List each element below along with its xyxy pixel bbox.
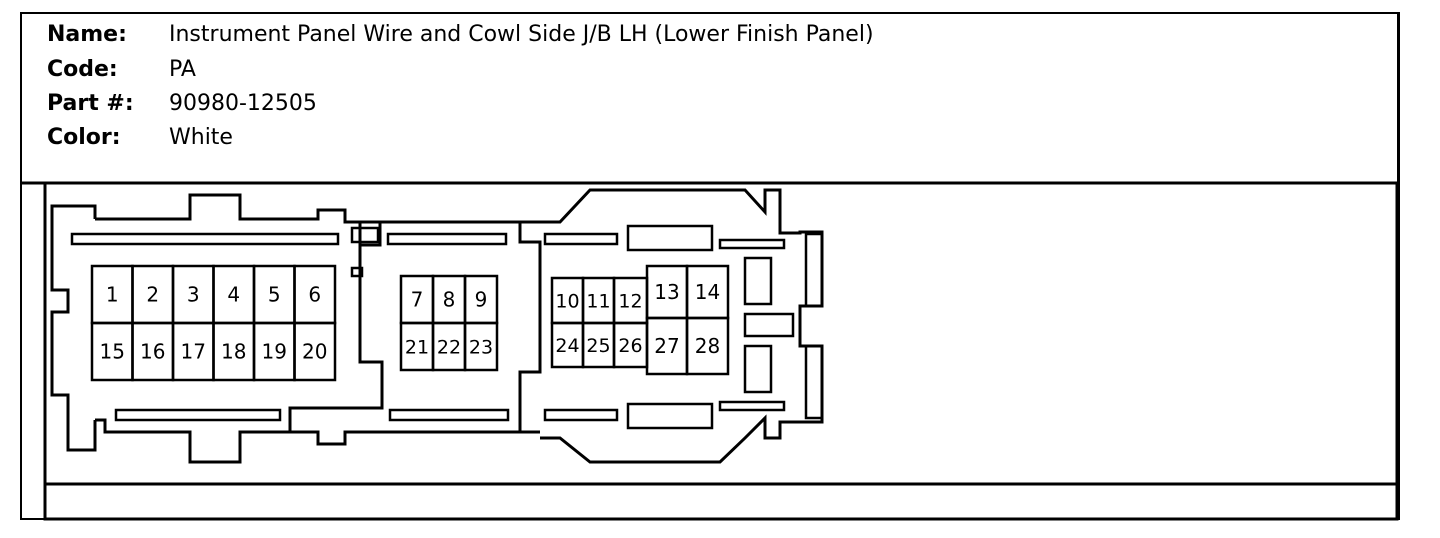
name-value: Instrument Panel Wire and Cowl Side J/B … bbox=[169, 22, 874, 47]
pin-label-11: 11 bbox=[586, 291, 610, 313]
pin-label-26: 26 bbox=[618, 335, 642, 357]
slot-bottom-right-b bbox=[626, 402, 714, 430]
right-lock-top bbox=[743, 256, 773, 306]
slot-top-middle bbox=[386, 232, 508, 246]
pin-label-23: 23 bbox=[469, 337, 493, 359]
pin-label-2: 2 bbox=[146, 283, 159, 307]
pin-cavity-28 bbox=[685, 316, 730, 376]
slot-bottom-left bbox=[114, 408, 282, 422]
right-tab-top bbox=[804, 232, 824, 308]
pin-label-13: 13 bbox=[654, 280, 679, 304]
color-label: Color: bbox=[47, 125, 121, 150]
pin-cavity-23 bbox=[463, 321, 499, 372]
pin-label-21: 21 bbox=[405, 337, 429, 359]
slot-bottom-middle bbox=[388, 408, 510, 422]
bottom-edge bbox=[95, 418, 540, 464]
pin-label-6: 6 bbox=[308, 283, 321, 307]
pin-label-20: 20 bbox=[302, 340, 327, 364]
pin-label-10: 10 bbox=[555, 291, 579, 313]
pin-cavity-20 bbox=[293, 321, 337, 382]
pin-label-4: 4 bbox=[227, 283, 240, 307]
pin-label-15: 15 bbox=[100, 340, 125, 364]
middle-wall-right bbox=[518, 222, 542, 432]
connector-housing bbox=[50, 188, 824, 464]
slot-top-left bbox=[70, 232, 340, 246]
code-label: Code: bbox=[47, 57, 118, 82]
color-value: White bbox=[169, 125, 233, 150]
pin-label-27: 27 bbox=[654, 334, 679, 358]
pin-label-7: 7 bbox=[411, 288, 424, 312]
pin-label-25: 25 bbox=[586, 335, 610, 357]
right-tab-bottom bbox=[804, 344, 824, 420]
part-number-label: Part #: bbox=[47, 91, 134, 116]
slot-top-right-c bbox=[718, 238, 786, 250]
code-value: PA bbox=[169, 57, 196, 82]
pin-label-24: 24 bbox=[555, 335, 579, 357]
right-lock-middle bbox=[743, 312, 795, 338]
pin-label-28: 28 bbox=[695, 334, 720, 358]
right-housing bbox=[520, 188, 824, 464]
slot-top-right-a bbox=[543, 232, 619, 246]
pin-label-17: 17 bbox=[181, 340, 206, 364]
part-number-value: 90980-12505 bbox=[169, 91, 317, 116]
slot-notch-side bbox=[350, 266, 364, 278]
pin-label-22: 22 bbox=[437, 337, 461, 359]
pin-label-16: 16 bbox=[140, 340, 165, 364]
slot-bottom-right-a bbox=[543, 408, 619, 422]
slot-bottom-right-c bbox=[718, 400, 786, 412]
pin-label-5: 5 bbox=[268, 283, 281, 307]
pin-label-12: 12 bbox=[618, 291, 642, 313]
pin-label-19: 19 bbox=[262, 340, 287, 364]
left-flange bbox=[50, 204, 97, 452]
right-lock-bottom bbox=[743, 344, 773, 394]
latch-slots bbox=[70, 224, 824, 430]
pin-label-18: 18 bbox=[221, 340, 246, 364]
pin-label-8: 8 bbox=[443, 288, 456, 312]
middle-wall-left bbox=[288, 245, 384, 432]
name-label: Name: bbox=[47, 22, 127, 47]
pin-label-14: 14 bbox=[695, 280, 720, 304]
slot-top-right-b bbox=[626, 224, 714, 252]
pin-label-1: 1 bbox=[106, 283, 119, 307]
pin-label-9: 9 bbox=[475, 288, 488, 312]
pin-label-3: 3 bbox=[187, 283, 200, 307]
top-edge-left bbox=[95, 193, 382, 247]
slot-notch-top bbox=[350, 226, 380, 244]
diagram-inner-frame bbox=[43, 181, 1399, 521]
